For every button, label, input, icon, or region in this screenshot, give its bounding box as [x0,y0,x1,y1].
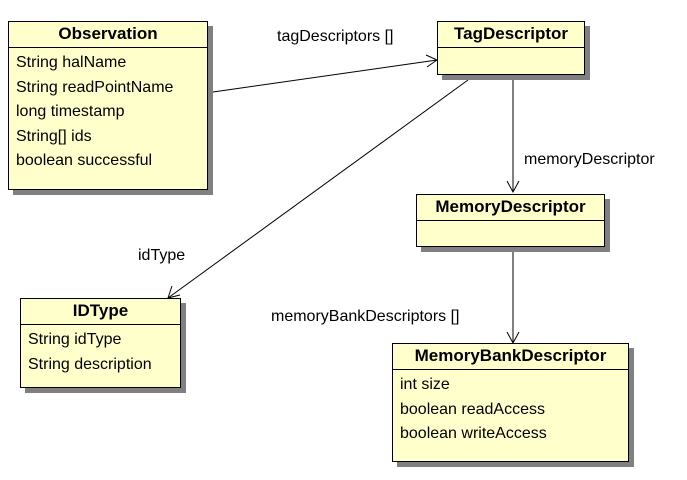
class-name: MemoryDescriptor [417,195,604,221]
tagdescriptor-class[interactable]: TagDescriptor [437,21,585,75]
class-name: Observation [9,22,207,48]
attribute-list: String halName String readPointName long… [9,48,207,174]
class-name: TagDescriptor [438,22,584,48]
association-idtype-line [167,79,469,299]
attribute: boolean successful [16,152,153,169]
tagdescriptors-role-label: tagDescriptors [] [277,28,394,45]
attribute: String idType [28,331,122,348]
association-memorydescriptor-arrowhead [506,180,520,194]
class-name: MemoryBankDescriptor [393,344,628,370]
attribute-list: int size boolean readAccess boolean writ… [393,370,628,447]
memorybankdescriptors-role-label: memoryBankDescriptors [] [271,308,460,325]
attribute: String readPointName [16,78,174,96]
attribute: String halName [16,54,127,71]
attribute-list [417,221,604,224]
idtype-class[interactable]: IDType String idType String description [20,298,181,388]
observation-class[interactable]: Observation String halName String readPo… [8,21,208,190]
attribute: long timestamp [16,103,125,120]
attribute: boolean readAccess [400,400,545,418]
attribute: String[] ids [16,127,92,145]
attribute: int size [400,376,450,393]
idtype-role-label: idType [138,247,186,264]
memorybankdescriptor-class[interactable]: MemoryBankDescriptor int size boolean re… [392,343,629,462]
attribute: boolean writeAccess [400,425,547,442]
attribute: String description [28,355,152,373]
association-tagdescriptors-line [212,59,438,93]
attribute-list: String idType String description [21,325,180,377]
attribute-list [438,48,584,51]
class-name: IDType [21,299,180,325]
memorydescriptor-class[interactable]: MemoryDescriptor [416,194,605,247]
memorydescriptor-role-label: memoryDescriptor [524,151,655,168]
